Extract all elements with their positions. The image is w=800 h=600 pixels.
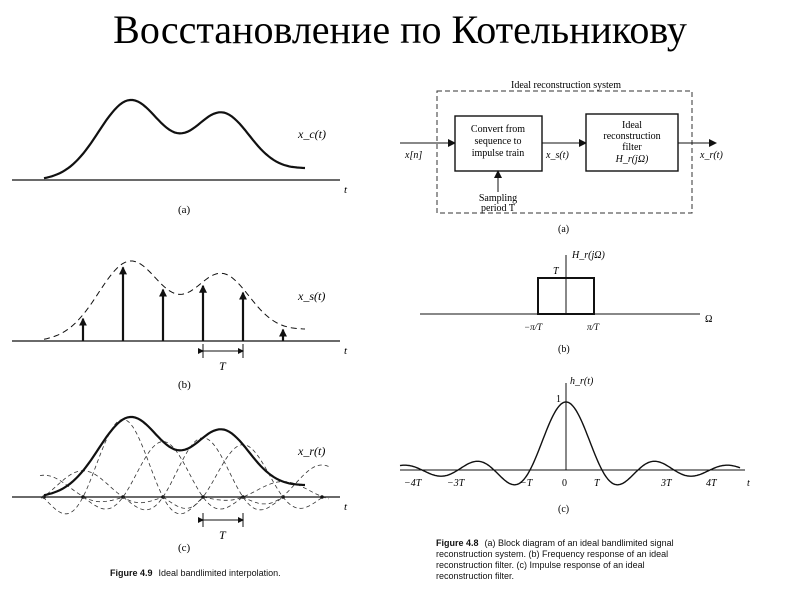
caption-number: Figure 4.8 xyxy=(436,538,479,548)
ideal-lowpass-rect xyxy=(537,277,595,315)
sinc-lobe xyxy=(42,418,204,515)
sample-point xyxy=(281,495,285,499)
tick-label: −T xyxy=(520,478,534,489)
system-frame xyxy=(436,90,693,214)
block1-line1: Convert from xyxy=(471,124,525,135)
panel-label-b: (b) xyxy=(178,379,191,391)
left-panel-a: x_c(t) t (a) xyxy=(12,98,348,216)
sinc-lobe xyxy=(241,464,331,505)
block2-line1: Ideal xyxy=(622,120,642,131)
tick-label: T xyxy=(594,478,601,489)
sinc-components-dashed xyxy=(39,418,331,515)
caption-text: (a) Block diagram of an ideal bandlimite… xyxy=(436,538,674,581)
tick-label: 3T xyxy=(660,478,673,489)
mid-signal-label: x_s(t) xyxy=(545,150,569,161)
block1-line2: sequence to xyxy=(475,136,522,147)
block2-line3: filter xyxy=(622,142,642,153)
panel-label-c: (c) xyxy=(178,542,191,554)
input-label: x[n] xyxy=(404,150,422,161)
sampling-line2: period T xyxy=(481,203,515,214)
period-label: T xyxy=(219,359,227,373)
panel-label-right-a: (a) xyxy=(558,224,569,235)
t-axis-label: t xyxy=(747,478,750,489)
peak-label: 1 xyxy=(556,394,561,405)
xs-envelope-dashed xyxy=(43,260,306,340)
right-panel-c-impulse-response: h_r(t) 1 −4T −3T −T 0 T 3T 4T t (c) xyxy=(399,376,750,515)
t-axis-label: t xyxy=(344,501,348,513)
t-axis-label: t xyxy=(344,345,348,357)
sinc-curve xyxy=(399,401,741,486)
left-edge-label: −π/T xyxy=(524,322,543,332)
right-edge-label: π/T xyxy=(587,322,600,332)
tick-labels: −4T −3T −T 0 T 3T 4T xyxy=(404,478,718,489)
tick-label: −3T xyxy=(447,478,466,489)
period-label: T xyxy=(219,528,227,542)
block2-line4: H_r(jΩ) xyxy=(615,154,649,165)
figure-4-9-caption: Figure 4.9 Ideal bandlimited interpolatio… xyxy=(110,568,300,579)
sinc-lobe xyxy=(202,481,330,501)
tick-label: −4T xyxy=(404,478,423,489)
xr-label: x_r(t) xyxy=(297,444,325,458)
height-label: T xyxy=(553,266,560,277)
sinc-lobe xyxy=(82,441,244,510)
sinc-lobe xyxy=(122,437,284,511)
figure-4-8-caption: Figure 4.8(a) Block diagram of an ideal … xyxy=(436,538,676,582)
slide-title: Восстановление по Котельникову xyxy=(113,7,687,52)
right-panel-a-block-diagram: Ideal reconstruction system x[n] Convert… xyxy=(400,80,723,235)
sample-point xyxy=(320,495,324,499)
sinc-lobe xyxy=(39,474,125,503)
filter-block xyxy=(585,113,679,172)
output-label: x_r(t) xyxy=(699,150,723,161)
t-axis-label: t xyxy=(344,184,348,196)
sinc-lobe xyxy=(40,470,164,504)
xr-curve xyxy=(43,415,306,497)
sampling-line1: Sampling xyxy=(479,193,517,204)
hr-jomega-label: H_r(jΩ) xyxy=(571,250,605,261)
block1-line3: impulse train xyxy=(472,148,525,159)
right-panel-b-frequency-response: H_r(jΩ) T −π/T π/T Ω (b) xyxy=(420,250,712,355)
left-panel-c: x_r(t) t T (c) xyxy=(12,415,348,554)
omega-axis-label: Ω xyxy=(705,314,712,325)
system-title: Ideal reconstruction system xyxy=(511,80,621,91)
panel-label-a: (a) xyxy=(178,204,191,216)
caption-number: Figure 4.9 xyxy=(110,568,153,578)
hr-t-label: h_r(t) xyxy=(570,376,594,387)
panel-label-right-b: (b) xyxy=(558,344,570,355)
xs-label: x_s(t) xyxy=(297,289,325,303)
left-panel-b: x_s(t) t T (b) xyxy=(12,260,348,391)
tick-label: 4T xyxy=(706,478,718,489)
panel-label-right-c: (c) xyxy=(558,504,569,515)
tick-label: 0 xyxy=(562,478,567,489)
xc-curve xyxy=(43,98,306,180)
block2-line2: reconstruction xyxy=(603,131,660,142)
impulse-train xyxy=(79,266,287,341)
caption-text: Ideal bandlimited interpolation. xyxy=(158,568,281,578)
xc-label: x_c(t) xyxy=(297,127,326,141)
